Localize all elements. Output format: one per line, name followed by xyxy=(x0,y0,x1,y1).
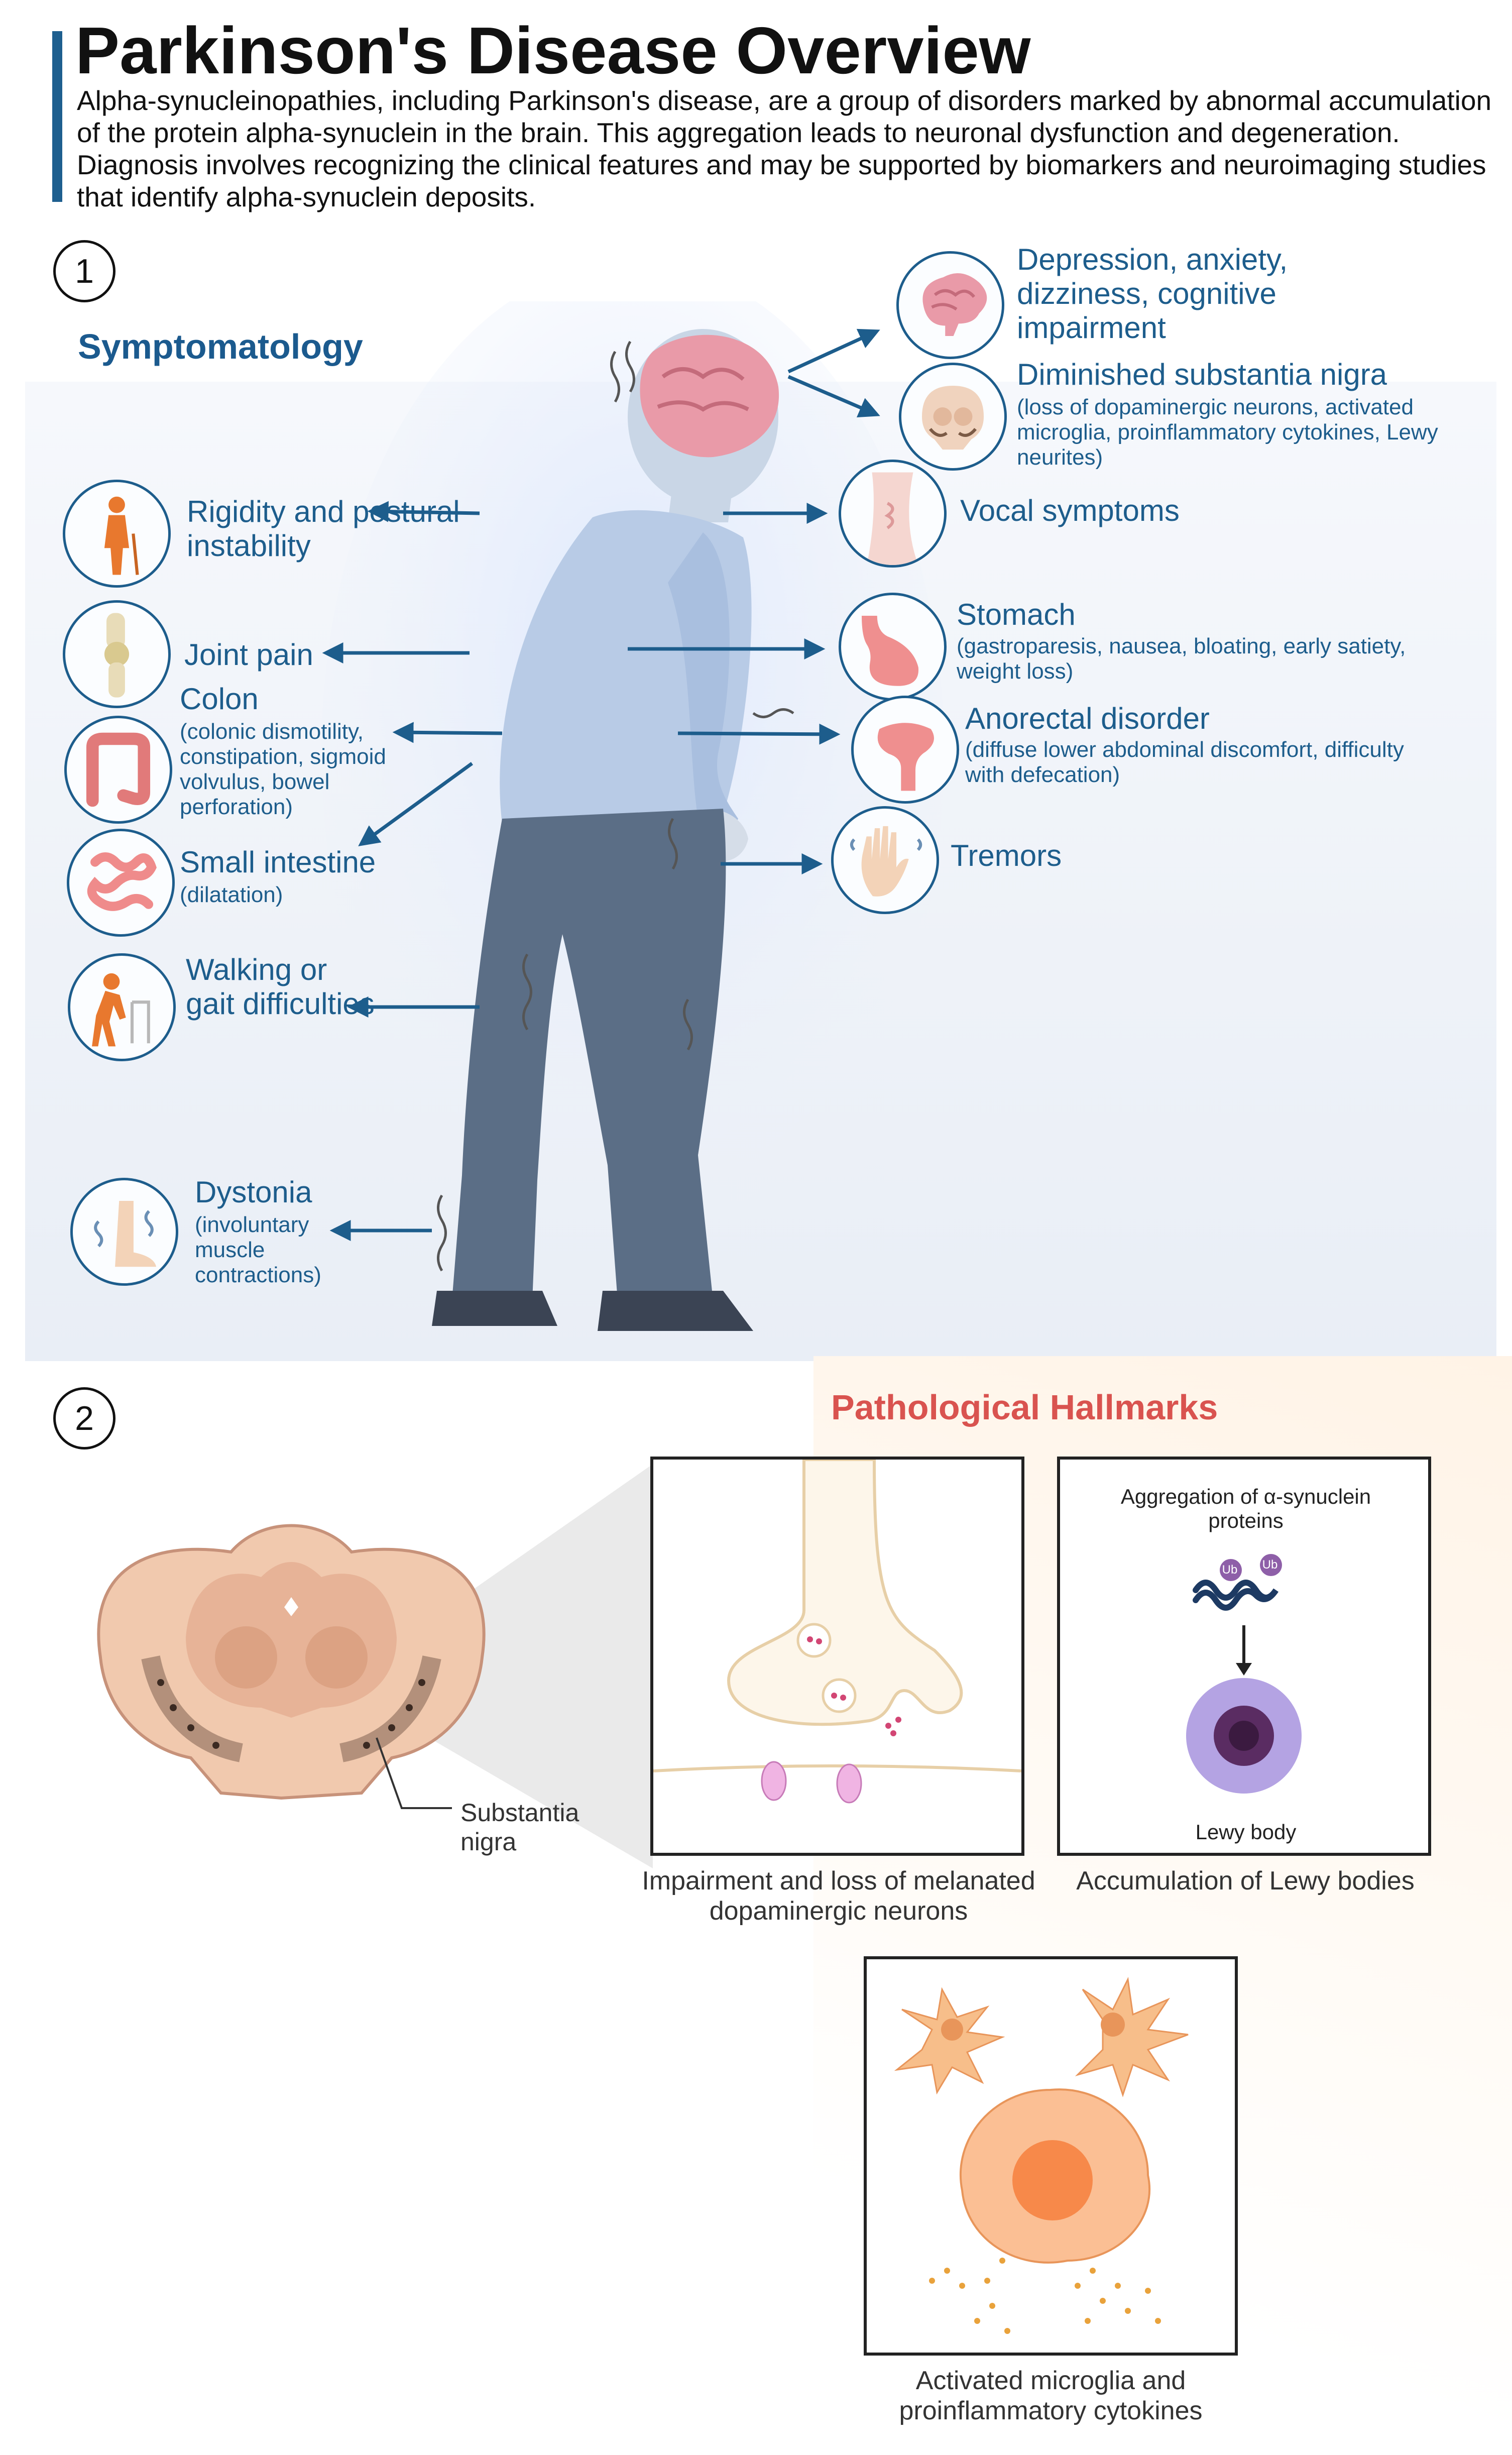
ub-tag-1: Ub xyxy=(1222,1563,1238,1577)
stomach-label: Stomach xyxy=(957,598,1076,631)
anorectal-label: Anorectal disorder xyxy=(965,702,1210,735)
symptomatology-title: Symptomatology xyxy=(78,327,363,366)
page-title: Parkinson's Disease Overview xyxy=(75,14,1031,87)
knee-joint-icon xyxy=(63,600,171,708)
gait-label: Walking or gait difficulties xyxy=(186,953,375,1021)
trembling-hand-icon xyxy=(831,806,939,914)
colon-detail: (colonic dismotility, constipation, sigm… xyxy=(180,719,386,819)
section-1-number: 1 xyxy=(53,240,115,302)
colon-label: Colon xyxy=(180,682,259,716)
small-intestine-detail: (dilatation) xyxy=(180,882,283,907)
microglia-caption: Activated microglia and proinflammatory … xyxy=(899,2366,1203,2425)
intro-paragraph: Alpha-synucleinopathies, including Parki… xyxy=(77,85,1492,212)
anorectal-detail: (diffuse lower abdominal discomfort, dif… xyxy=(965,737,1404,787)
vocal-symptoms-label: Vocal symptoms xyxy=(960,494,1180,527)
tremors-label: Tremors xyxy=(951,839,1062,872)
rigidity-label: Rigidity and postural instability xyxy=(187,495,460,563)
small-intestine-label: Small intestine xyxy=(180,845,376,879)
neuron-caption: Impairment and loss of melanated dopamin… xyxy=(642,1866,1035,1926)
throat-icon xyxy=(839,460,947,568)
dopaminergic-neuron-box xyxy=(650,1457,1024,1856)
midbrain-section-icon xyxy=(899,363,1007,471)
lewy-body-label: Lewy body xyxy=(1195,1820,1297,1844)
substantia-nigra-pointer-label: Substantia nigra xyxy=(460,1799,579,1856)
rectum-icon xyxy=(851,696,959,804)
brain-icon xyxy=(896,251,1004,359)
dystonia-label: Dystonia xyxy=(195,1175,312,1209)
small-intestine-icon xyxy=(67,829,175,937)
pathological-hallmarks-title: Pathological Hallmarks xyxy=(831,1388,1218,1427)
joint-pain-label: Joint pain xyxy=(184,638,313,672)
ub-tag-2: Ub xyxy=(1262,1558,1278,1572)
midbrain-cross-section xyxy=(97,1464,653,1868)
title-accent-bar xyxy=(52,31,62,202)
lewy-caption: Accumulation of Lewy bodies xyxy=(1076,1866,1415,1895)
aggregation-label: Aggregation of α-synuclein proteins xyxy=(1120,1485,1371,1532)
person-standing-cane-icon xyxy=(63,480,171,588)
substantia-nigra-label: Diminished substantia nigra xyxy=(1017,358,1387,391)
stomach-detail: (gastroparesis, nausea, bloating, early … xyxy=(957,634,1406,684)
substantia-nigra-detail: (loss of dopaminergic neurons, activated… xyxy=(1017,395,1438,470)
microglia-box xyxy=(864,1956,1238,2356)
depression-label: Depression, anxiety, dizziness, cognitiv… xyxy=(1017,243,1288,345)
dystonia-detail: (involuntary muscle contractions) xyxy=(195,1212,321,1287)
foot-dystonia-icon xyxy=(70,1178,178,1286)
section-2-number: 2 xyxy=(53,1387,115,1449)
stomach-icon xyxy=(839,593,947,701)
colon-icon xyxy=(64,716,172,824)
patient-figure xyxy=(321,301,944,1331)
walker-person-icon xyxy=(68,953,176,1061)
lewy-body-box: Aggregation of α-synuclein proteins Ub U… xyxy=(1057,1457,1431,1856)
